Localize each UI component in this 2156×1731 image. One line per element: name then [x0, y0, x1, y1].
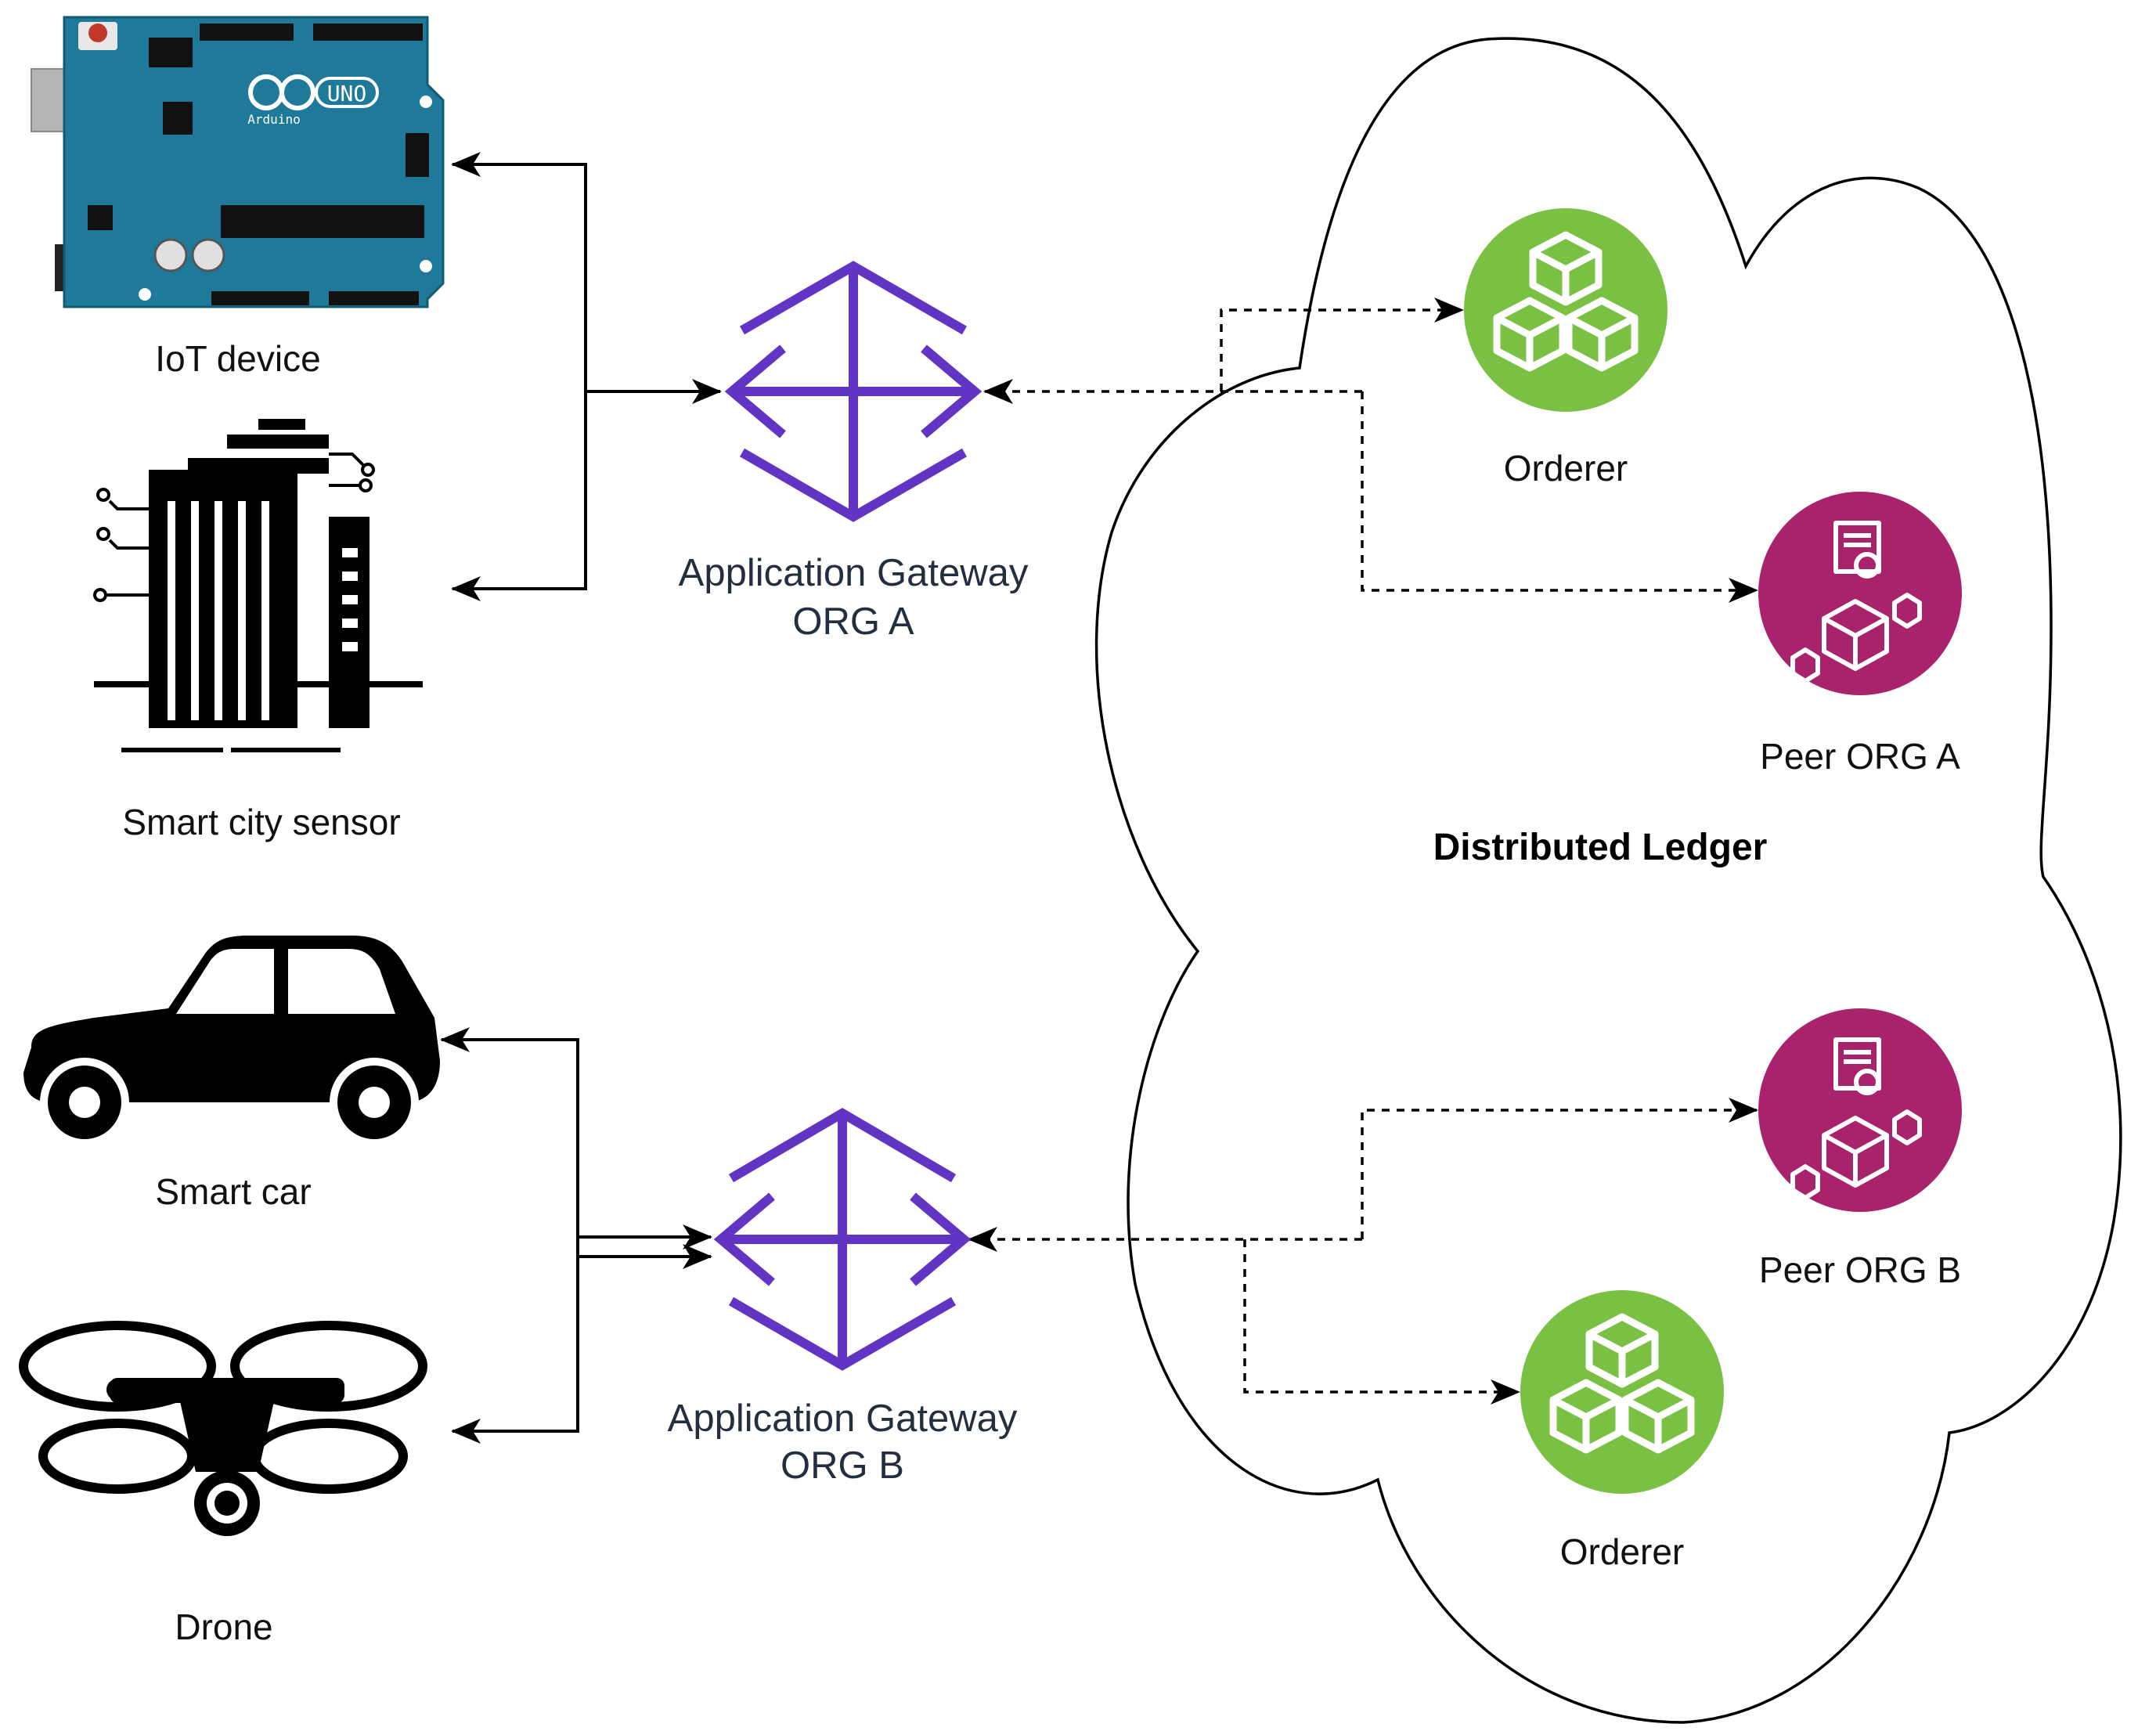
smart-car-label: Smart car [155, 1171, 311, 1212]
orderer-bottom-icon [1520, 1290, 1724, 1494]
device-connectors-b [440, 1027, 712, 1444]
smart-city-sensor-label: Smart city sensor [122, 802, 400, 842]
smart-city-building-icon [93, 419, 423, 752]
car-icon [23, 936, 440, 1147]
ledger-title: Distributed Ledger [1433, 827, 1768, 868]
board-brand-text: Arduino [247, 112, 300, 127]
drone-label: Drone [175, 1607, 272, 1647]
peer-org-a-icon [1758, 492, 1962, 695]
gateway-org-b-label-line2: ORG B [781, 1444, 904, 1487]
gateway-org-a-label-line2: ORG A [792, 600, 914, 643]
peer-org-b-icon [1758, 1008, 1962, 1212]
ledger-connectors-b [968, 1098, 1758, 1405]
orderer-top-icon [1464, 208, 1667, 412]
ledger-connectors-a [983, 298, 1758, 603]
peer-org-a-label: Peer ORG A [1760, 736, 1960, 777]
orderer-top-label: Orderer [1504, 448, 1628, 489]
peer-org-b-label: Peer ORG B [1759, 1250, 1961, 1290]
gateway-org-a-icon [724, 261, 982, 522]
orderer-bottom-label: Orderer [1560, 1531, 1684, 1572]
ledger-cloud [1094, 37, 2122, 1724]
gateway-org-b-label-line1: Application Gateway [668, 1397, 1018, 1440]
gateway-org-b-icon [713, 1108, 972, 1371]
board-logo-text: UNO [327, 81, 367, 106]
gateway-org-a-label-line1: Application Gateway [679, 552, 1029, 594]
drone-icon [19, 1321, 427, 1536]
iot-device-label: IoT device [155, 338, 320, 379]
device-connectors-a [451, 152, 722, 601]
arduino-board-icon: UNO Arduino [31, 16, 445, 308]
